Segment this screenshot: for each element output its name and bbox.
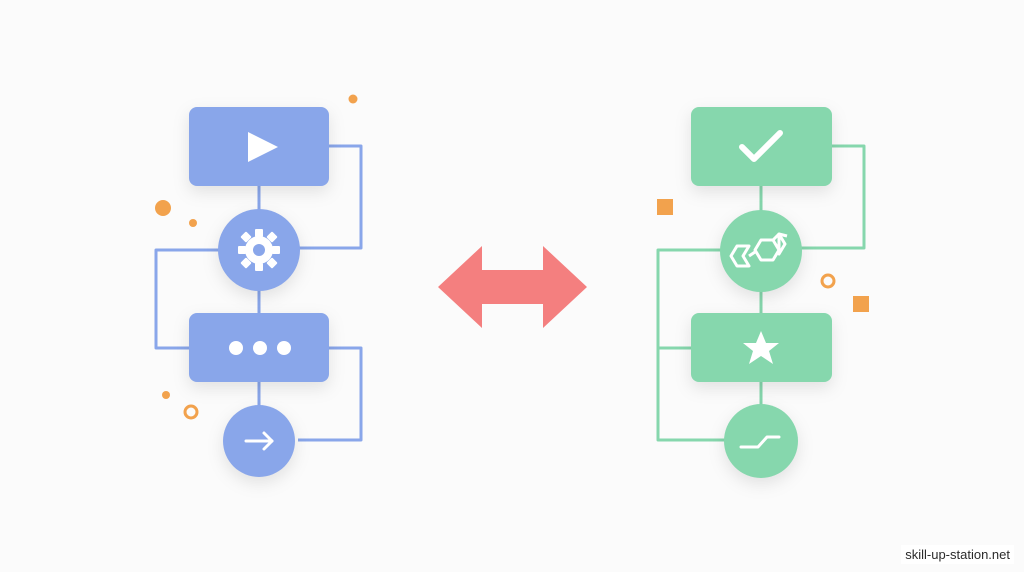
right-flow xyxy=(656,107,869,478)
right-node-hexagons xyxy=(720,210,802,292)
left-connectors xyxy=(154,144,363,442)
left-node-gear xyxy=(218,209,300,291)
watermark-text: skill-up-station.net xyxy=(901,545,1014,564)
check-icon xyxy=(739,130,783,162)
play-icon xyxy=(248,132,278,162)
gear-icon xyxy=(238,229,280,271)
star-icon xyxy=(743,331,779,364)
left-node-arrow xyxy=(223,405,295,477)
left-accent-dots xyxy=(155,94,358,420)
left-node-ellipsis xyxy=(189,313,329,382)
arrow-right-icon xyxy=(244,431,274,451)
left-node-play xyxy=(189,107,329,186)
ellipsis-icon xyxy=(229,341,291,355)
right-connectors xyxy=(656,144,866,442)
right-node-curve xyxy=(724,404,798,478)
hexagons-icon xyxy=(729,232,788,268)
double-arrow-icon xyxy=(438,246,587,328)
right-node-check xyxy=(691,107,832,186)
right-node-star xyxy=(691,313,832,382)
right-accent-dots xyxy=(657,199,869,312)
left-flow xyxy=(154,94,363,477)
curve-line-icon xyxy=(739,435,781,449)
